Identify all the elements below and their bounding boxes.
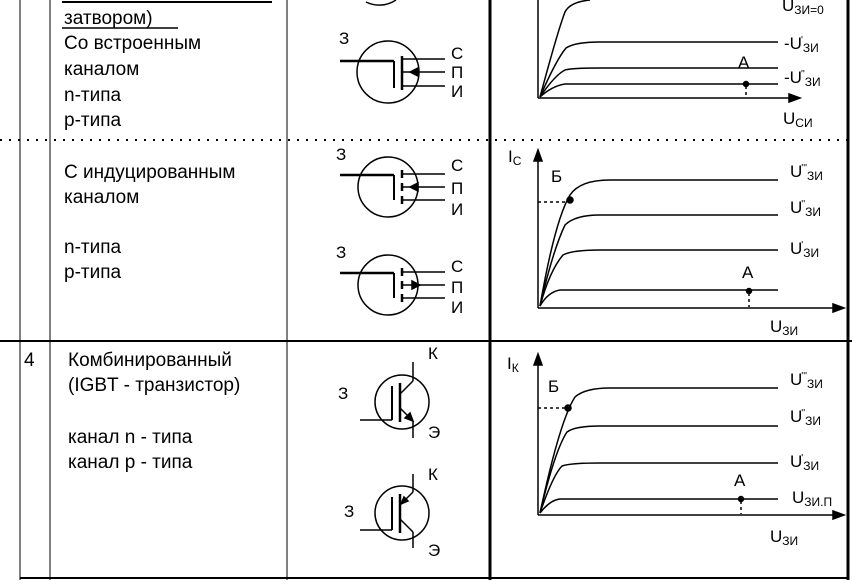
graph3-curve1-label: U'''ЗИ [790,370,823,391]
graph1-curve3-label: -U''ЗИ [784,68,821,89]
gate-label-4: З [338,384,349,403]
graph3-curve3-label: U'ЗИ [790,452,820,473]
graph2-point-a: А [742,263,754,282]
row1-line5: p-типа [64,110,122,131]
substrate-label-3: П [451,278,464,297]
row1-line2: Со встроенным [64,33,202,54]
row3-line5: канал p - типа [68,452,193,473]
collector-label-2: К [428,465,438,484]
emitter-label-1: Э [428,423,441,442]
drain-label-1: И [451,82,464,101]
graph2-yaxis-label: IС [508,147,522,168]
row3-line1: Комбинированный [68,350,232,371]
gate-label-3: З [336,243,347,262]
mosfet-induced-p-symbol [340,254,445,316]
graph1-xaxis-label: UСИ [783,109,813,130]
row1-line3: каналом [64,59,140,80]
collector-label-1: К [428,344,438,363]
drain-label-2: И [451,200,464,219]
graph3-xaxis-label: UЗИ [770,527,799,548]
substrate-label-1: П [451,63,464,82]
drain-label-3: И [451,298,464,317]
graph1-curve2-label: -U'ЗИ [784,34,819,55]
row1-line4: n-типа [64,85,122,106]
igbt-n-symbol [360,362,430,438]
row2-line2: каналом [64,187,140,208]
graph3-curve4-label: UЗИ.П [792,488,833,509]
emitter-label-2: Э [428,541,441,560]
graph2-curve2-label: U''ЗИ [790,198,821,219]
source-label-2: С [451,156,464,175]
source-label-3: С [451,257,464,276]
mosfet-induced-n-symbol [340,156,445,218]
row3-line4: канал n - типа [68,427,193,448]
row2-line1: С индуцированным [64,162,236,183]
graph3-point-a: А [734,471,746,490]
row3-number: 4 [24,350,35,371]
graph3-plot [532,351,847,521]
graph1-plot [537,0,803,104]
gate-label-5: З [344,502,355,521]
graph3-point-b: Б [548,377,560,396]
graph2-xaxis-label: UЗИ [770,317,799,338]
substrate-label-2: П [451,179,464,198]
source-label-1: С [451,44,464,63]
graph3-curve2-label: U''ЗИ [790,407,821,428]
row2-line4: n-типа [64,237,122,258]
graph2-curve1-label: U'''ЗИ [790,162,823,183]
mosfet-builtin-symbol [340,0,445,104]
row3-line2: (IGBT - транзистор) [68,375,241,396]
graph3-yaxis-label: IК [507,354,519,375]
row1-line1: затвором) [64,8,153,29]
graph1-curve1-label: UЗИ=0 [782,0,824,17]
row2-line5: p-типа [64,262,122,283]
graph2-curve3-label: U'ЗИ [790,239,820,260]
graph2-point-b: Б [551,167,563,186]
gate-label-1: З [339,29,350,48]
graph2-plot [532,147,847,314]
igbt-p-symbol [360,474,430,548]
graph1-point-a: А [738,53,750,72]
gate-label-2: З [336,145,347,164]
